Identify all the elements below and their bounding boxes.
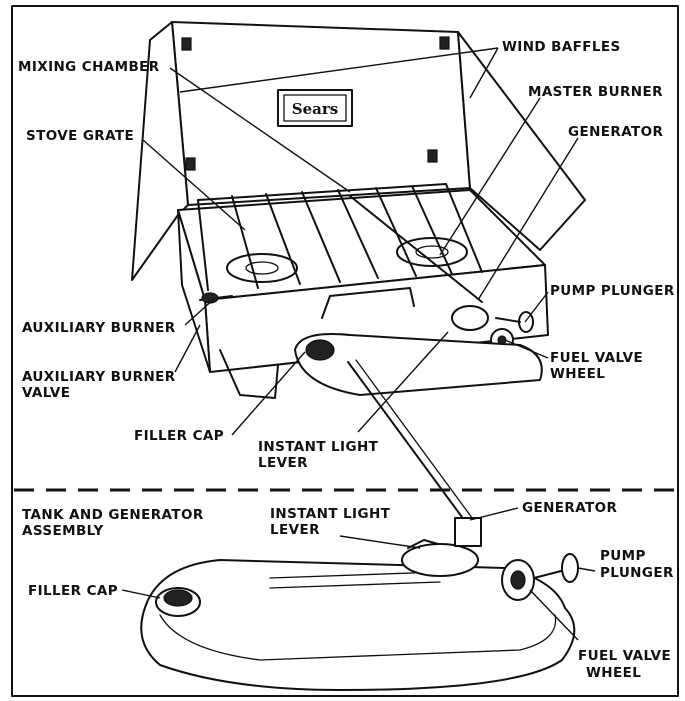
pump-plunger-bottom-knob — [561, 553, 579, 583]
baffle-hinge — [185, 157, 196, 171]
stove-grate — [197, 183, 483, 291]
tank-assembly — [140, 517, 579, 691]
baffle-hinge — [427, 149, 438, 163]
label-tank-assembly-1: TANK AND GENERATOR — [22, 507, 204, 523]
valve-base — [401, 543, 479, 577]
sears-logo-text: Sears — [292, 100, 338, 118]
pump-plunger-shaft — [495, 317, 521, 323]
generator-rod-inner — [355, 359, 479, 527]
sears-logo-frame — [277, 89, 353, 127]
label-instant-light-lever-top-2: LEVER — [258, 455, 308, 471]
label-fuel-valve-wheel-top-1: FUEL VALVE — [550, 350, 643, 366]
tank-rim — [159, 614, 557, 661]
label-fuel-valve-wheel-top-2: WHEEL — [550, 366, 605, 382]
mixing-chamber-tube — [349, 195, 483, 303]
diagram-frame — [11, 5, 679, 697]
label-instant-light-lever-bottom-1: INSTANT LIGHT — [270, 506, 391, 522]
instant-light-lever-bottom — [407, 539, 439, 549]
label-generator-bottom: GENERATOR — [522, 500, 618, 516]
stove-handle — [321, 287, 415, 319]
label-auxiliary-burner-valve-1: AUXILIARY BURNER — [22, 369, 176, 385]
auxiliary-burner-inner — [245, 261, 279, 275]
leader-lines — [121, 47, 596, 641]
auxiliary-burner-ring — [226, 253, 298, 283]
label-fuel-valve-wheel-bottom-2: WHEEL — [586, 665, 641, 681]
master-burner-ring — [396, 237, 468, 267]
label-generator-top: GENERATOR — [568, 124, 664, 140]
label-master-burner: MASTER BURNER — [528, 84, 663, 100]
stove-leg — [219, 349, 279, 399]
baffle-hinge — [181, 37, 192, 51]
label-filler-cap-top: FILLER CAP — [134, 428, 224, 444]
right-wind-baffle — [457, 31, 586, 251]
auxiliary-valve-knob — [201, 292, 219, 304]
baffle-hinge — [439, 36, 450, 50]
label-pump-plunger-top: PUMP PLUNGER — [550, 283, 675, 299]
label-tank-assembly-2: ASSEMBLY — [22, 523, 104, 539]
label-auxiliary-burner-valve-2: VALVE — [22, 385, 70, 401]
label-instant-light-lever-top-1: INSTANT LIGHT — [258, 439, 379, 455]
label-pump-plunger-bottom-2: PLUNGER — [600, 565, 674, 581]
generator-rod — [347, 361, 471, 529]
filler-cap-top — [305, 339, 335, 361]
label-pump-plunger-bottom-1: PUMP — [600, 548, 646, 564]
label-mixing-chamber: MIXING CHAMBER — [18, 59, 160, 75]
tank-rib — [269, 581, 441, 589]
label-auxiliary-burner: AUXILIARY BURNER — [22, 320, 176, 336]
fuel-valve-wheel-bottom-hub — [510, 570, 526, 590]
filler-cap-bottom-top — [163, 589, 193, 607]
pump-plunger-bottom-shaft — [533, 569, 566, 579]
generator-fitting — [451, 305, 489, 331]
label-stove-grate: STOVE GRATE — [26, 128, 134, 144]
sears-logo-inner — [283, 94, 347, 122]
tank-rib — [269, 571, 441, 579]
master-burner-inner — [415, 245, 449, 259]
label-instant-light-lever-bottom-2: LEVER — [270, 522, 320, 538]
label-filler-cap-bottom: FILLER CAP — [28, 583, 118, 599]
left-wind-baffle — [131, 21, 189, 281]
generator-block — [454, 517, 482, 547]
label-wind-baffles: WIND BAFFLES — [502, 39, 621, 55]
stove-body-left — [177, 209, 211, 373]
label-fuel-valve-wheel-bottom-1: FUEL VALVE — [578, 648, 671, 664]
